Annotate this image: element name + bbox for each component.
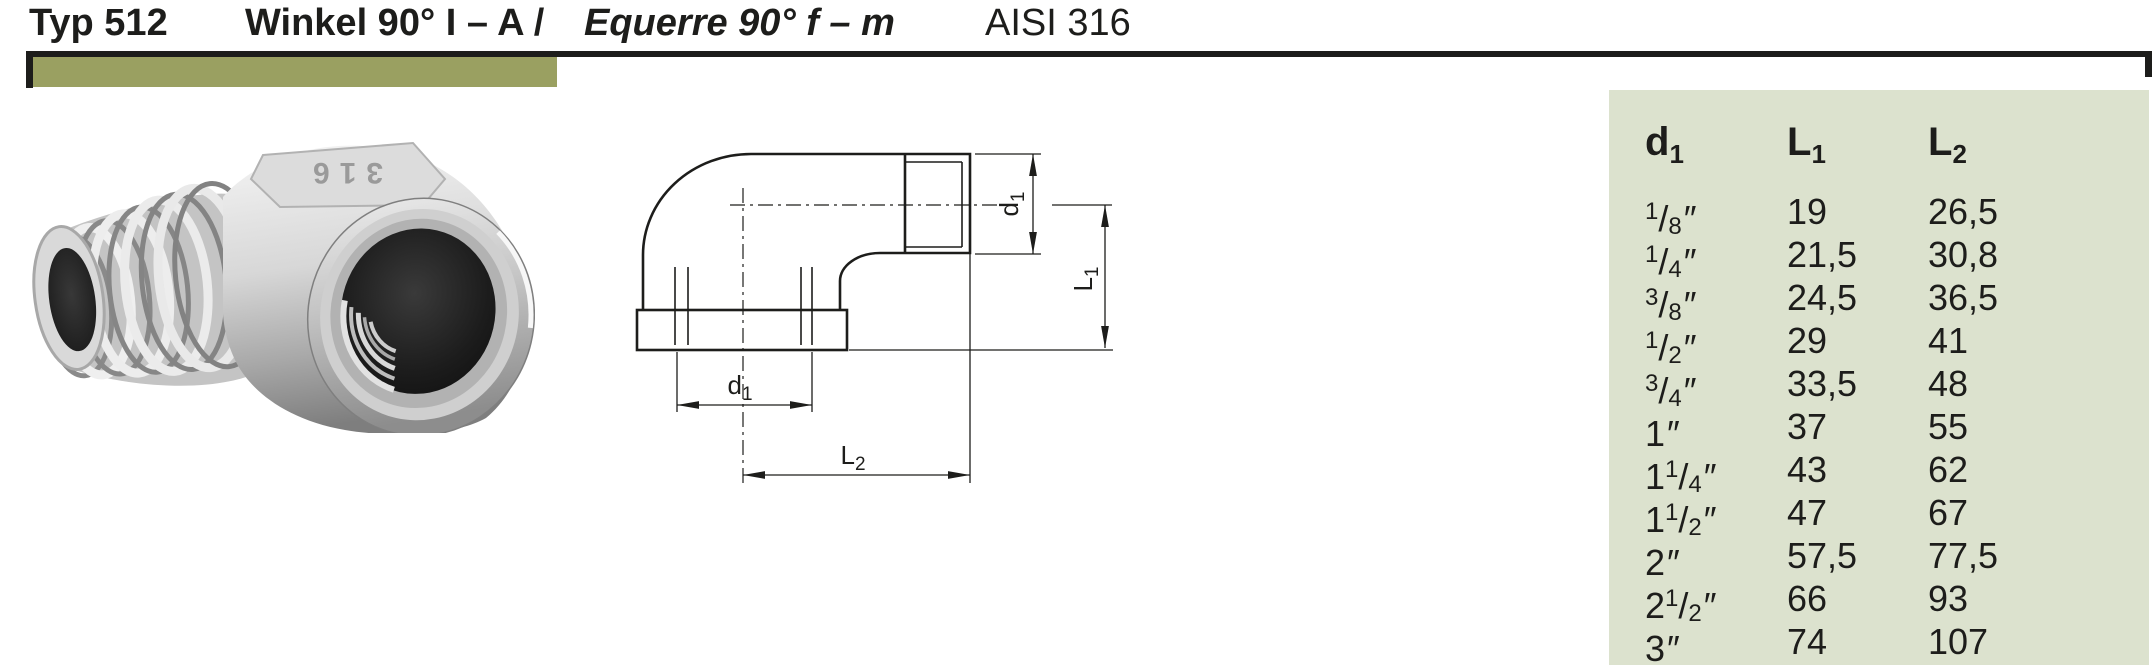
label-d1-right: d1 xyxy=(994,191,1029,216)
female-socket xyxy=(306,197,535,433)
cast-mark: 316 xyxy=(303,156,383,189)
size-value: 11/4″ xyxy=(1645,456,1717,498)
dimension-lines xyxy=(677,154,1109,479)
l1-value: 33,5 xyxy=(1787,363,1858,404)
socket-flange xyxy=(635,308,849,352)
l1-value: 24,5 xyxy=(1787,277,1858,318)
table-header: d1 L1 L2 xyxy=(1609,118,2149,169)
cast-boss: 316 xyxy=(249,141,447,209)
l2-value: 26,5 xyxy=(1928,191,1999,232)
rim-highlight xyxy=(496,230,534,329)
size-value: 3/8″ xyxy=(1645,284,1697,326)
l1-value: 57,5 xyxy=(1787,535,1858,576)
l1-value: 29 xyxy=(1787,320,1828,361)
column-header-l2: L2 xyxy=(1928,120,1967,169)
label-l2: L2 xyxy=(840,440,865,475)
male-thread-lines xyxy=(905,161,963,248)
table-row: 2″ 57,5 77,5 xyxy=(1609,534,2149,583)
table-row: 3/8″ 24,5 36,5 xyxy=(1609,276,2149,326)
material-label: AISI 316 xyxy=(985,2,1131,44)
l2-value: 30,8 xyxy=(1928,234,1999,275)
l1-value: 21,5 xyxy=(1787,234,1858,275)
product-photo: 316 xyxy=(32,141,535,433)
label-d1-bottom: d1 xyxy=(727,370,752,405)
l2-value: 36,5 xyxy=(1928,277,1999,318)
male-bore xyxy=(48,247,97,352)
size-value: 3/4″ xyxy=(1645,370,1697,412)
column-header-l1: L1 xyxy=(1787,120,1826,169)
table-rows: 1/8″ 19 26,5 1/4″ 21,5 30,8 3/8″ 24,5 36… xyxy=(1609,190,2149,669)
size-value: 1/8″ xyxy=(1645,198,1697,240)
table-row: 21/2″ 66 93 xyxy=(1609,577,2149,627)
l2-value: 107 xyxy=(1928,621,1989,662)
l1-value: 43 xyxy=(1787,449,1828,490)
title-german: Winkel 90° I – A / xyxy=(245,2,545,44)
male-thread xyxy=(32,180,267,386)
l1-value: 66 xyxy=(1787,578,1828,619)
header-rule-right-tick xyxy=(2145,51,2152,77)
size-value: 2″ xyxy=(1645,542,1680,583)
column-header-d1: d1 xyxy=(1645,120,1684,169)
size-value: 1″ xyxy=(1645,413,1680,454)
size-value: 3″ xyxy=(1645,628,1680,669)
table-row: 3″ 74 107 xyxy=(1609,620,2149,669)
centerlines xyxy=(730,188,997,483)
female-thread-lines xyxy=(674,267,813,345)
technical-drawing: d1 L1 d1 L2 xyxy=(635,152,1113,483)
table-row: 1″ 37 55 xyxy=(1609,405,2149,454)
size-value: 11/2″ xyxy=(1645,499,1717,541)
table-row: 1/8″ 19 26,5 xyxy=(1609,190,2149,240)
l2-value: 93 xyxy=(1928,578,1969,619)
l1-value: 74 xyxy=(1787,621,1828,662)
size-value: 1/4″ xyxy=(1645,241,1697,283)
title-french: Equerre 90° f – m xyxy=(584,2,895,44)
l2-value: 62 xyxy=(1928,449,1969,490)
accent-bar xyxy=(33,57,557,87)
l1-value: 47 xyxy=(1787,492,1828,533)
table-row: 3/4″ 33,5 48 xyxy=(1609,362,2149,412)
l2-value: 77,5 xyxy=(1928,535,1999,576)
type-label: Typ 512 xyxy=(29,2,168,44)
socket-bore xyxy=(340,228,496,394)
elbow-outline xyxy=(635,152,972,352)
table-row: 1/4″ 21,5 30,8 xyxy=(1609,233,2149,283)
internal-threads xyxy=(340,299,397,393)
table-row: 11/4″ 43 62 xyxy=(1609,448,2149,498)
l1-value: 37 xyxy=(1787,406,1828,447)
table-row: 11/2″ 47 67 xyxy=(1609,491,2149,541)
l2-value: 41 xyxy=(1928,320,1969,361)
dimensions-table: d1 L1 L2 1/8″ 19 26,5 1/4″ 21,5 30,8 3/8… xyxy=(1609,90,2149,669)
l1-value: 19 xyxy=(1787,191,1828,232)
size-value: 1/2″ xyxy=(1645,327,1697,369)
header-rule-left-tick xyxy=(26,51,33,88)
header-rule xyxy=(26,51,2152,57)
table-row: 1/2″ 29 41 xyxy=(1609,319,2149,369)
l2-value: 48 xyxy=(1928,363,1969,404)
size-value: 21/2″ xyxy=(1645,585,1717,627)
l2-value: 55 xyxy=(1928,406,1969,447)
l2-value: 67 xyxy=(1928,492,1969,533)
label-l1: L1 xyxy=(1068,266,1103,291)
